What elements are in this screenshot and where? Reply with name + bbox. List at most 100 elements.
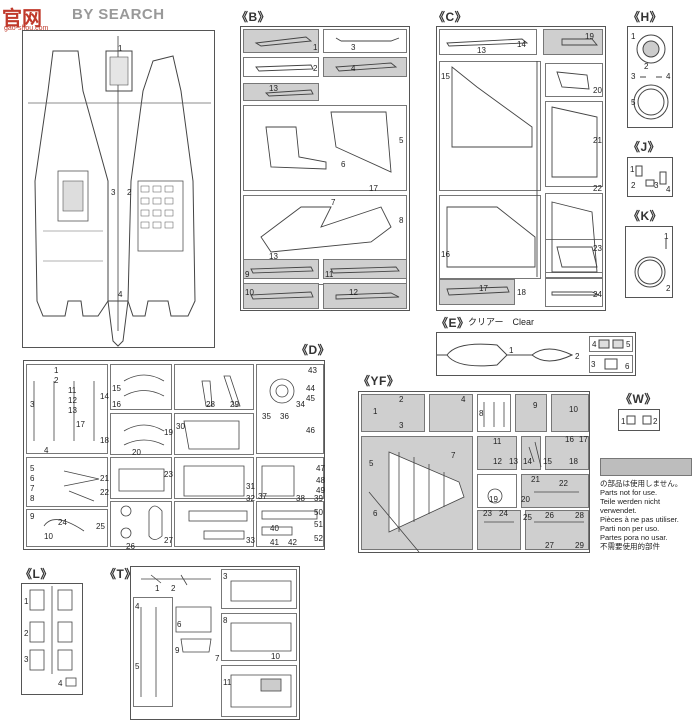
sprue-k-drawing: [634, 239, 667, 288]
part-label: 4: [44, 446, 49, 455]
part-label: 6: [625, 362, 630, 371]
part-label: 16: [441, 250, 450, 259]
part-cell: [477, 394, 511, 432]
part-label: 24: [58, 518, 67, 527]
section-label-l: 《L》: [20, 567, 53, 581]
sprue-h-drawing: [633, 34, 669, 120]
part-label: 20: [521, 495, 530, 504]
section-label-b: 《B》: [236, 10, 271, 24]
part-label: 9: [30, 512, 35, 521]
part-label: 1: [373, 407, 378, 416]
part-label: 11: [493, 437, 502, 446]
part-label: 4: [461, 395, 466, 404]
part-label: 11: [223, 678, 232, 687]
part-cell: [243, 259, 319, 279]
not-used-line: Partes pora no usar.: [600, 533, 668, 542]
part-cell: [477, 474, 517, 508]
part-label: 13: [509, 457, 518, 466]
sprue-h: 1 2 3 4 5: [627, 26, 673, 128]
part-label: 10: [569, 405, 578, 414]
sprue-yf: 1 2 3 4 5 6 7 8 9 10 11 12 13 14 15 16 1…: [358, 391, 590, 553]
part-cell: [243, 57, 319, 77]
part-label: 2: [127, 188, 132, 197]
not-used-line: Teile werden nicht verwendet.: [600, 497, 661, 515]
part-label: 47: [316, 464, 325, 473]
part-cell: [323, 259, 407, 279]
sprue-j-drawing: [635, 165, 667, 187]
part-label: 2: [575, 352, 580, 361]
part-label: 18: [100, 436, 109, 445]
not-used-line: 不需要使用的部件: [600, 542, 660, 551]
part-cell: [256, 457, 324, 499]
part-label: 24: [593, 290, 602, 299]
part-label: 2: [653, 417, 658, 426]
section-caption-e: クリアー Clear: [468, 317, 534, 327]
part-label: 23: [164, 470, 173, 479]
site-logo: 官网 gao-shou.com: [2, 2, 72, 34]
part-label: 29: [230, 400, 239, 409]
sprue-t: 1 2 3 4 5 6 7 8 9 10 11: [130, 566, 300, 720]
sprue-c: 13 14 15 16 17 18 19 20 21 22 23 24: [436, 26, 606, 311]
part-label: 6: [177, 620, 182, 629]
part-label: 35: [262, 412, 271, 421]
part-label: 16: [112, 400, 121, 409]
section-label-k: 《K》: [628, 209, 663, 223]
part-cell: [545, 239, 603, 273]
part-label: 13: [477, 46, 486, 55]
section-label-yf: 《YF》: [358, 374, 400, 388]
part-label: 13: [68, 406, 77, 415]
part-cell: [429, 394, 473, 432]
part-label: 9: [533, 401, 538, 410]
part-label: 3: [399, 421, 404, 430]
part-label: 3: [223, 572, 228, 581]
part-label: 36: [280, 412, 289, 421]
part-label: 18: [517, 288, 526, 297]
sprue-d-drawing: [33, 374, 318, 540]
section-label-d: 《D》: [296, 343, 331, 357]
part-label: 3: [24, 655, 29, 664]
part-cell: [110, 413, 172, 455]
part-cell: [221, 665, 297, 717]
part-label: 50: [314, 508, 323, 517]
part-label: 12: [68, 396, 77, 405]
part-cell: [174, 457, 254, 499]
part-cell: [545, 193, 603, 279]
part-label: 52: [314, 534, 323, 543]
part-label: 21: [593, 136, 602, 145]
part-cell: [323, 57, 407, 77]
sprue-yf-drawing: [368, 402, 584, 553]
part-label: 17: [76, 420, 85, 429]
sprue-c-drawing: [446, 38, 600, 296]
part-label: 7: [451, 451, 456, 460]
part-label: 46: [306, 426, 315, 435]
part-cell: [521, 474, 589, 508]
part-label: 5: [399, 136, 404, 145]
part-label: 10: [245, 288, 254, 297]
part-cell: [323, 283, 407, 309]
part-label: 18: [569, 457, 578, 466]
part-label: 2: [54, 376, 59, 385]
part-cell: [256, 364, 324, 454]
part-label: 1: [54, 366, 59, 375]
part-label: 16: [565, 435, 574, 444]
part-label: 31: [246, 482, 255, 491]
part-label: 42: [288, 538, 297, 547]
part-label: 5: [30, 464, 35, 473]
part-cell: [174, 413, 254, 455]
sprue-b: 1 2 3 4 5 6 7 8 9 10 11 12 13 13 17: [240, 26, 410, 311]
part-label: 8: [223, 616, 228, 625]
part-label: 2: [644, 62, 649, 71]
part-cell: [515, 394, 547, 432]
part-cell: [243, 105, 407, 191]
part-label: 13: [269, 84, 278, 93]
part-label: 19: [489, 495, 498, 504]
part-label: 5: [626, 340, 631, 349]
part-label: 37: [258, 492, 267, 501]
part-label: 8: [479, 409, 484, 418]
part-label: 9: [175, 646, 180, 655]
part-cell: [133, 597, 173, 707]
part-label: 17: [579, 435, 588, 444]
part-label: 23: [593, 244, 602, 253]
part-label: 10: [271, 652, 280, 661]
part-label: 27: [545, 541, 554, 550]
